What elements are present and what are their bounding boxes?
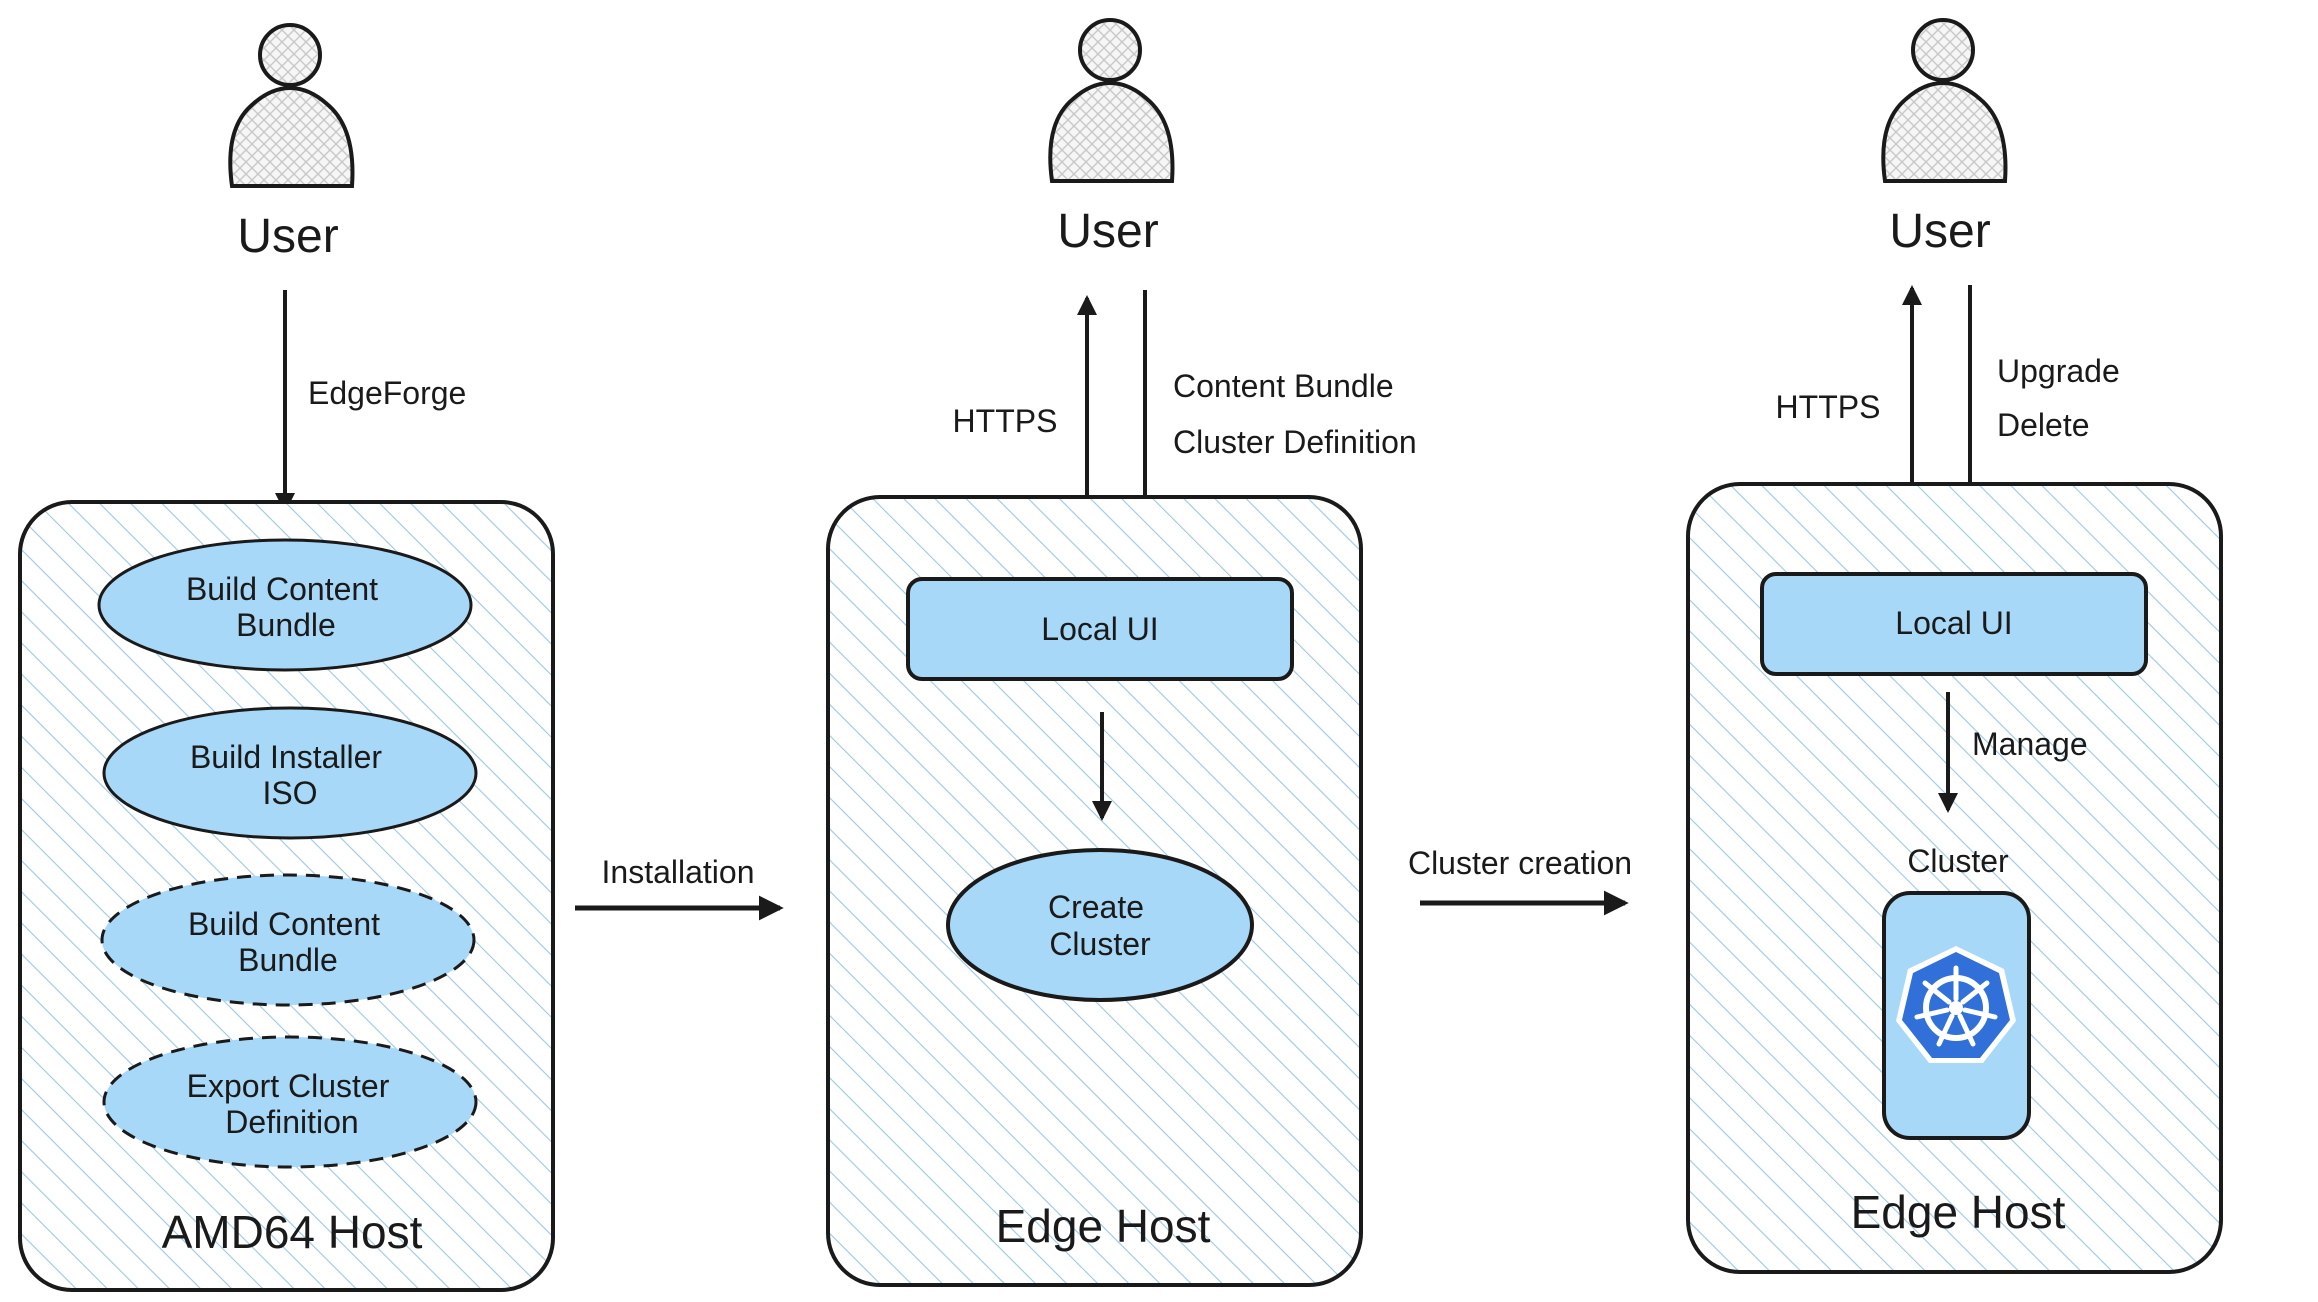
action-label-line1: Export Cluster bbox=[187, 1068, 390, 1104]
kubernetes-icon bbox=[1896, 946, 2016, 1063]
local-ui-label: Local UI bbox=[1041, 611, 1158, 647]
action-label-line2: ISO bbox=[262, 775, 317, 811]
delete-label: Delete bbox=[1997, 407, 2090, 443]
panel-edge-host-install: HTTPS Content Bundle Cluster Definition … bbox=[826, 290, 1417, 1287]
installation-label: Installation bbox=[602, 854, 755, 890]
host-label: AMD64 Host bbox=[162, 1206, 423, 1258]
user-icon bbox=[228, 23, 355, 188]
action-label-line1: Build Content bbox=[186, 571, 378, 607]
action-label-line1: Build Installer bbox=[190, 739, 382, 775]
https-label: HTTPS bbox=[953, 403, 1058, 439]
user-1: User bbox=[228, 23, 355, 263]
cluster-definition-label: Cluster Definition bbox=[1173, 424, 1417, 460]
upgrade-label: Upgrade bbox=[1997, 353, 2120, 389]
action-label-line1: Build Content bbox=[188, 906, 380, 942]
transition-cluster-creation: Cluster creation bbox=[1408, 845, 1632, 916]
cluster-node bbox=[1882, 891, 2031, 1140]
cluster-label: Cluster bbox=[1907, 843, 2009, 879]
local-ui-box: Local UI bbox=[1760, 572, 2148, 676]
edgeforge-label: EdgeForge bbox=[308, 375, 466, 411]
panel-amd64-host: EdgeForge Build Content Bundle Build Ins… bbox=[18, 290, 555, 1292]
user-icon bbox=[1048, 18, 1175, 183]
action-label-line2: Bundle bbox=[238, 942, 338, 978]
user-label: User bbox=[1057, 205, 1158, 258]
https-label: HTTPS bbox=[1776, 389, 1881, 425]
host-label: Edge Host bbox=[1851, 1186, 2066, 1238]
create-cluster-node: Create Cluster bbox=[946, 848, 1254, 1002]
action-build-installer-iso: Build Installer ISO bbox=[102, 706, 478, 840]
panel-edge-host-manage: HTTPS Upgrade Delete Local UI Manage Clu… bbox=[1686, 285, 2223, 1274]
local-ui-label: Local UI bbox=[1895, 605, 2012, 641]
user-3: User bbox=[1881, 18, 2008, 258]
action-label-line2: Bundle bbox=[236, 607, 336, 643]
transition-installation: Installation bbox=[575, 854, 784, 921]
content-bundle-label: Content Bundle bbox=[1173, 368, 1394, 404]
user-label: User bbox=[1889, 205, 1990, 258]
create-cluster-line2: Cluster bbox=[1049, 926, 1151, 962]
host-label: Edge Host bbox=[996, 1200, 1211, 1252]
manage-label: Manage bbox=[1972, 726, 2088, 762]
local-ui-box: Local UI bbox=[906, 577, 1294, 681]
action-export-cluster-definition: Export Cluster Definition bbox=[102, 1035, 478, 1169]
user-icon bbox=[1881, 18, 2008, 183]
cluster-creation-label: Cluster creation bbox=[1408, 845, 1632, 881]
action-label-line2: Definition bbox=[225, 1104, 358, 1140]
host-container bbox=[1686, 482, 2223, 1274]
user-2: User bbox=[1048, 18, 1175, 258]
action-build-content-bundle: Build Content Bundle bbox=[97, 538, 473, 672]
user-label: User bbox=[237, 210, 338, 263]
action-build-content-bundle-optional: Build Content Bundle bbox=[100, 873, 476, 1007]
create-cluster-line1: Create bbox=[1048, 889, 1144, 925]
